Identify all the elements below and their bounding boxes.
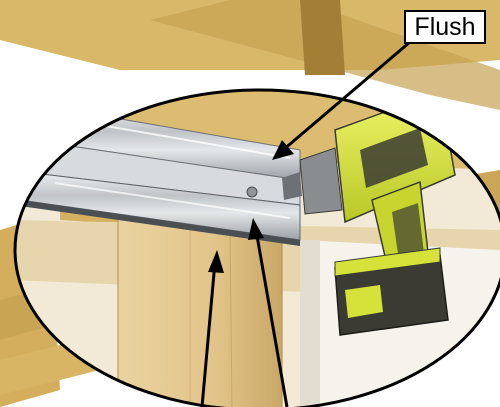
flush-arrow-head [272,140,294,160]
rail-arrow-head [248,218,264,240]
jamb-arrow-line [200,261,217,407]
track-screw [246,186,258,198]
jamb-arrow-head [208,250,224,273]
magnifier-outline [13,88,500,407]
flush-callout-label: Flush [404,10,486,44]
magnified-detail [15,90,500,407]
flush-arrow-line [282,40,411,152]
rail-arrow-line [254,229,289,407]
callout-arrows [200,40,411,407]
cordless-drill-icon [282,90,456,336]
